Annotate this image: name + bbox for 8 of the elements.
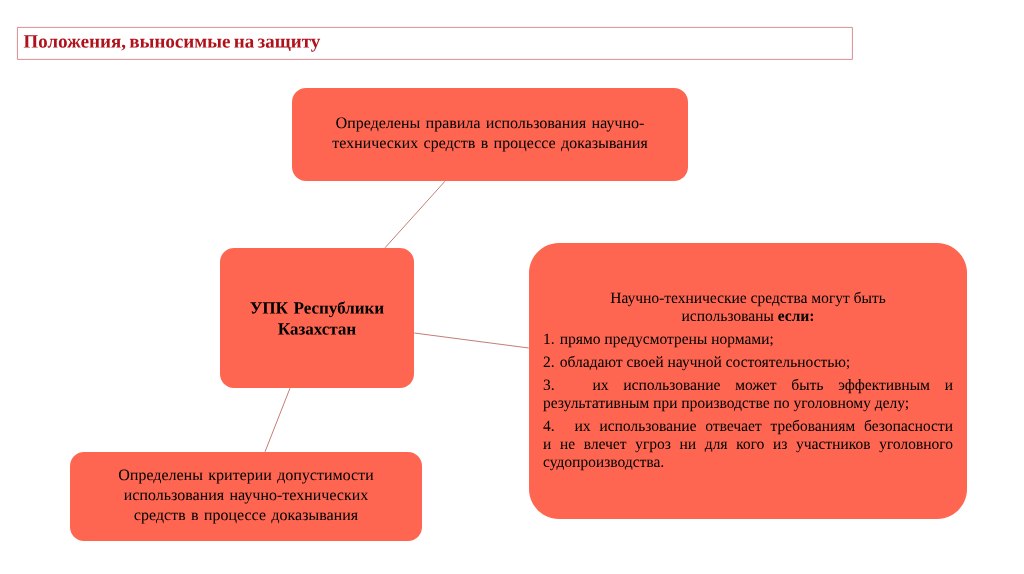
title-bar: Положения, выносимые на защиту (17, 27, 853, 60)
connector-line (264, 387, 291, 453)
process-box: Определены правила использования научно-технических средств в процессе доказывания (292, 88, 688, 181)
connector-line (384, 180, 446, 249)
central-box: УПК Республики Казахстан (220, 248, 414, 388)
connector-line (413, 332, 530, 349)
process-box: Определены критерии допустимости использования научно-технических средств в процессе доказывания (70, 452, 422, 541)
process-box: Научно-технические средства могут быть использованы если: 1. прямо предусмотрены нормами; 2. обладают своей научной состоятельностью; 3. их использование может быть эффективным и результативным при производстве по уголовному делу; 4. их использование отвечает требованиям безопасности и не влечет угроз ни для кого из участников уголовного судопроизводства. (529, 243, 967, 519)
